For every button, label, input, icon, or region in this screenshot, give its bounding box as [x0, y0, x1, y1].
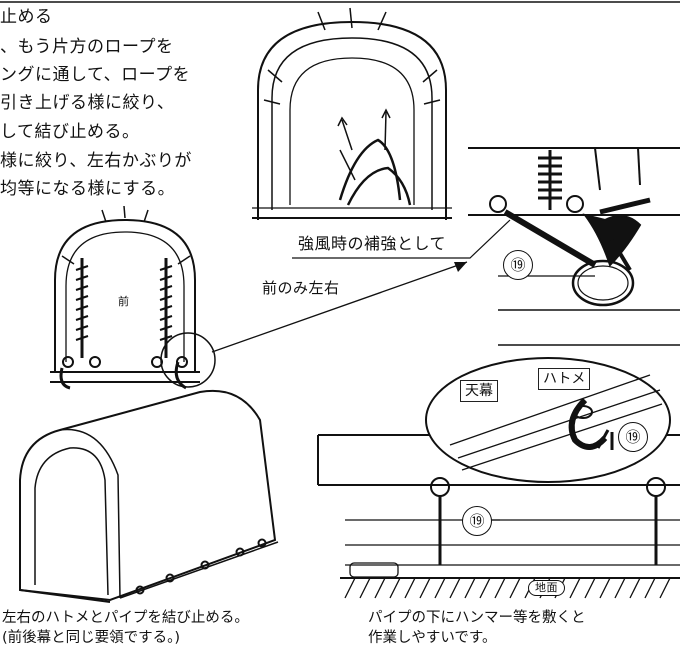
reinforcement-detail-drawing: [292, 147, 680, 346]
shelter-front-top-drawing: [252, 7, 452, 220]
instruction-line-2: 、もう片方のロープを: [0, 37, 174, 57]
ground-label: 地面: [528, 580, 565, 596]
caption-left-line-2: (前後幕と同じ要領でする。): [2, 630, 181, 646]
reinforce-label: 強風時の補強として: [298, 234, 447, 253]
instruction-line-3: ングに通して、ロープを: [0, 65, 191, 85]
shelter-3d-drawing: [19, 389, 279, 603]
instruction-line-1: 止める: [0, 7, 53, 27]
canopy-label: 天幕: [460, 380, 498, 402]
instruction-line-6: 様に絞り、左右かぶりが: [0, 151, 192, 171]
front-label: 前: [118, 295, 130, 308]
grommet-label: ハトメ: [538, 368, 591, 390]
instruction-line-4: 引き上げる様に絞り、: [0, 93, 175, 113]
caption-right-line-1: パイプの下にハンマー等を敷くと: [368, 610, 586, 626]
instruction-line-5: して結び止める。: [0, 122, 140, 142]
caption-right-line-2: 作業しやすいです。: [368, 630, 497, 646]
shelter-front-small-drawing: [50, 205, 468, 390]
front-only-label: 前のみ左右: [262, 279, 340, 297]
ref-number-19-bottom: ⑲: [462, 506, 492, 536]
instruction-line-7: 均等になる様にする。: [0, 179, 176, 199]
ref-number-19-top: ⑲: [503, 250, 533, 280]
caption-left-line-1: 左右のハトメとパイプを結び止める。: [2, 610, 249, 626]
pipe-grommet-detail-drawing: [317, 357, 680, 599]
ref-number-19-zoom: ⑲: [618, 422, 648, 452]
